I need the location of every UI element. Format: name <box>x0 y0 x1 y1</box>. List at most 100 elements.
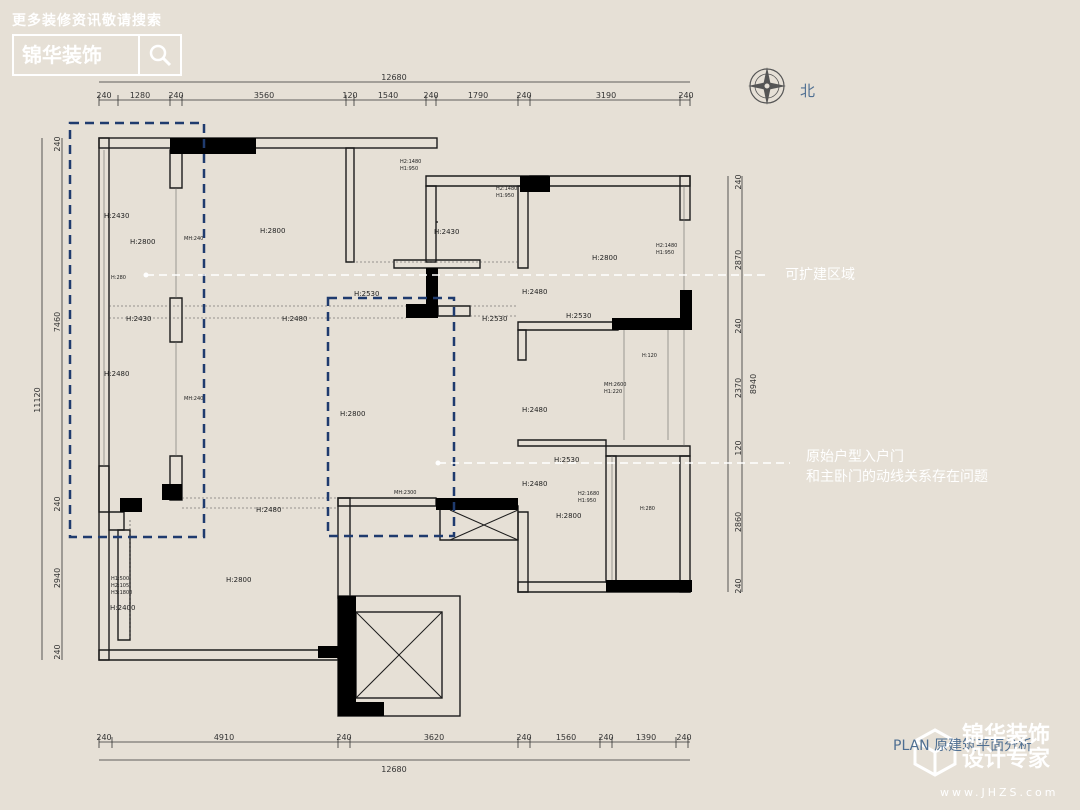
note: H1:950 <box>400 166 418 172</box>
note: H2:105 <box>111 583 129 589</box>
height-label: H:2800 <box>340 410 365 418</box>
dim-left-total: 11120 <box>33 387 42 412</box>
height-label: H:2800 <box>592 254 617 262</box>
note: H1:950 <box>496 193 514 199</box>
note: H1:950 <box>578 498 596 504</box>
height-label: H:2480 <box>522 480 547 488</box>
top-dimensions: 12680 240 1280 240 3560 120 1540 240 179… <box>96 73 693 100</box>
height-label: H:2430 <box>104 212 129 220</box>
height-label: H:2480 <box>522 406 547 414</box>
note: H2:1480 <box>496 186 517 192</box>
leader-dot-1 <box>143 272 149 278</box>
dim-top-1: 1280 <box>130 91 150 100</box>
entry-zone <box>326 296 456 538</box>
height-label: H:2530 <box>354 290 379 298</box>
plan-title: PLAN 原建筑平面分析 <box>893 738 1033 754</box>
dim-bottom-4: 240 <box>516 733 531 742</box>
height-labels: H:2430 H:2800 H:2800 H:2430 H:2530 H:248… <box>104 212 617 612</box>
note: MH:240 <box>184 236 203 242</box>
dim-left-0: 240 <box>53 136 62 151</box>
height-label: H:2800 <box>260 227 285 235</box>
note: MH:2600 <box>604 382 626 388</box>
brand-tagline: 更多装修资讯敬请搜索 <box>12 13 162 29</box>
dimension-ticks <box>98 95 691 748</box>
dim-left-2: 240 <box>53 496 62 511</box>
dim-right-6: 240 <box>734 578 743 593</box>
dim-left-3: 2940 <box>53 568 62 588</box>
height-label: H:2480 <box>522 288 547 296</box>
dim-left-1: 7460 <box>53 312 62 332</box>
dim-right-total: 8940 <box>749 374 758 394</box>
dim-top-6: 240 <box>423 91 438 100</box>
beam-lines <box>109 261 518 640</box>
height-label: H:2800 <box>556 512 581 520</box>
dim-right-1: 2870 <box>734 250 743 270</box>
dim-bottom-1: 4910 <box>214 733 234 742</box>
note: H2:1680 <box>578 491 599 497</box>
note: H3:1800 <box>111 590 132 596</box>
height-label: H:2400 <box>110 604 135 612</box>
note: H1:500 <box>111 576 129 582</box>
dim-top-5: 1540 <box>378 91 398 100</box>
watermark-logo: 锦华装饰 设计专家 <box>962 723 1050 771</box>
dim-top-7: 1790 <box>468 91 488 100</box>
height-label: H:2800 <box>130 238 155 246</box>
dim-right-0: 240 <box>734 174 743 189</box>
dim-bottom-8: 240 <box>676 733 691 742</box>
brand-header: 更多装修资讯敬请搜索 锦华装饰 <box>12 10 182 76</box>
dim-bottom-7: 1390 <box>636 733 656 742</box>
search-icon[interactable] <box>140 36 180 74</box>
height-label: H:2430 <box>434 228 459 236</box>
dim-top-8: 240 <box>516 91 531 100</box>
dim-bottom-5: 1560 <box>556 733 576 742</box>
watermark-site: www.JHZS.com <box>940 786 1059 799</box>
note: MH:240 <box>184 396 203 402</box>
height-label: H:2430 <box>126 315 151 323</box>
note: H:280 <box>111 275 126 281</box>
height-label: H:2480 <box>256 506 281 514</box>
right-dimensions: 240 2870 240 2370 120 2860 240 8940 <box>734 174 758 593</box>
dim-bottom-3: 3620 <box>424 733 444 742</box>
compass-label: 北 <box>800 82 816 100</box>
dim-right-2: 240 <box>734 318 743 333</box>
note: H2:1480 <box>656 243 677 249</box>
note: MH:2300 <box>394 490 416 496</box>
leader-dot-2 <box>435 460 441 466</box>
expand-zone <box>68 121 206 539</box>
note: H1:950 <box>656 250 674 256</box>
dim-bottom-total: 12680 <box>381 765 406 774</box>
window-lines <box>103 150 685 580</box>
highlight-zones <box>68 121 456 539</box>
compass-icon <box>748 67 786 105</box>
dimension-lines <box>41 81 743 761</box>
height-label: H:2800 <box>226 576 251 584</box>
height-label: H:2480 <box>104 370 129 378</box>
dim-top-total: 12680 <box>381 73 406 82</box>
note: H1:220 <box>604 389 622 395</box>
dim-right-5: 2860 <box>734 512 743 532</box>
brand-search-box[interactable]: 锦华装饰 <box>12 34 182 76</box>
note: H:280 <box>640 506 655 512</box>
dim-bottom-6: 240 <box>598 733 613 742</box>
small-notes: H2:1480 H1:950 H2:1480 H1:950 H2:1480 H1… <box>111 159 677 596</box>
height-label: H:2530 <box>554 456 579 464</box>
dim-top-9: 3190 <box>596 91 616 100</box>
height-label: H:2480 <box>282 315 307 323</box>
structural-columns <box>120 138 692 716</box>
height-label: H:2530 <box>482 315 507 323</box>
cube-logo-icon <box>913 728 957 777</box>
note: H2:1480 <box>400 159 421 165</box>
annotation-door-line1: 原始户型入户门 <box>806 449 904 465</box>
dim-top-4: 120 <box>342 91 357 100</box>
watermark-line2: 设计专家 <box>962 746 1051 772</box>
dim-top-0: 240 <box>96 91 111 100</box>
left-dimensions: 11120 240 7460 240 2940 240 <box>33 136 62 659</box>
annotation-expand-area: 可扩建区域 <box>785 267 855 283</box>
dim-right-3: 2370 <box>734 378 743 398</box>
watermark-line1: 锦华装饰 <box>962 722 1051 748</box>
annotation-door-line2: 和主卧门的动线关系存在问题 <box>806 469 988 485</box>
dim-top-10: 240 <box>678 91 693 100</box>
dim-bottom-2: 240 <box>336 733 351 742</box>
